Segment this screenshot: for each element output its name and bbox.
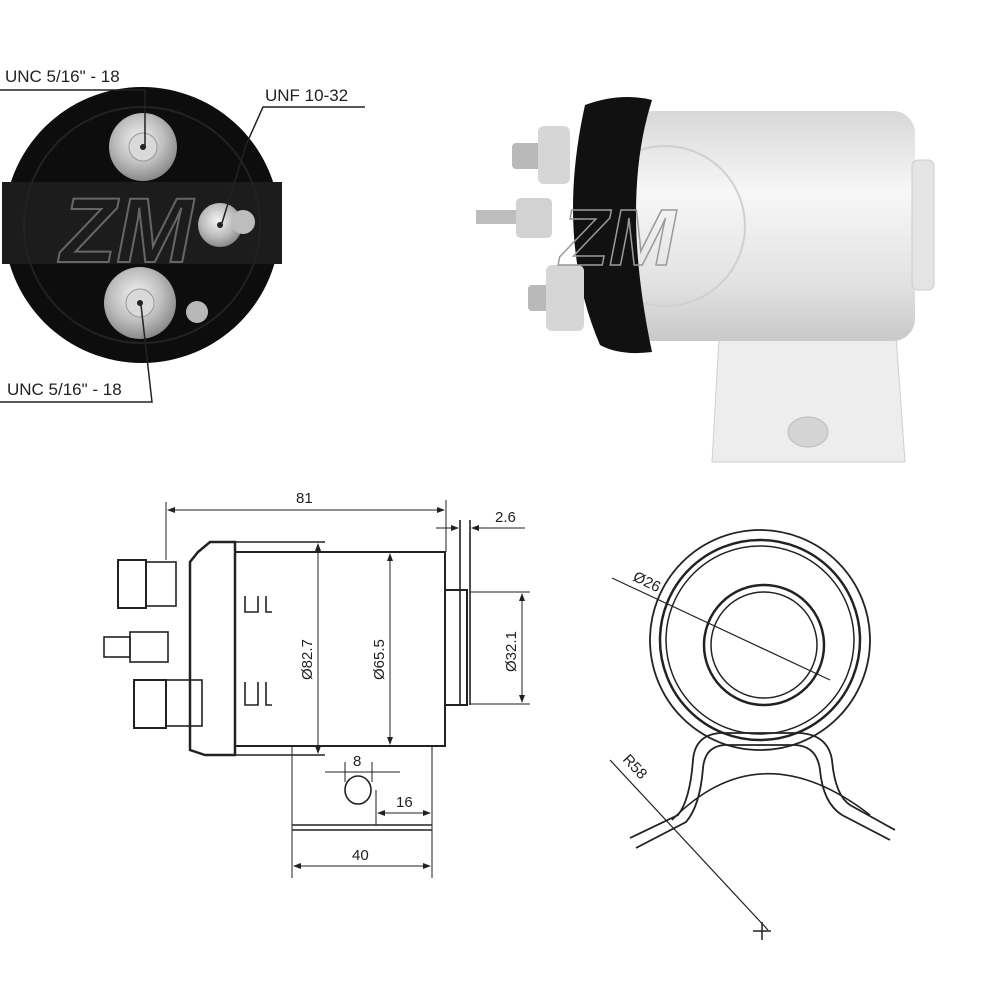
dim-cap-diameter: Ø82.7 [299,639,316,680]
watermark-logo: ZM [57,180,195,282]
terminal-drawing-bottom [133,679,167,729]
watermark-ring [23,106,261,344]
dim-body-diameter: Ø65.5 [371,639,388,680]
callout-leader-bottom [0,304,153,403]
dim-bracket-width: 40 [352,847,369,864]
outer-circle [649,529,871,751]
bracket-strap [629,732,896,839]
callout-bottom-terminal: UNC 5/16" - 18 [7,380,122,399]
callout-small-terminal: UNF 10-32 [265,86,348,105]
solenoid-can [630,111,915,341]
terminal-drawing-middle [103,636,131,658]
cap-outline [188,540,237,757]
end-view-photo: ZM UNC 5/16" - 18 UNF 10-32 UNC 5/16" - … [0,67,365,403]
dim-overall-length: 81 [296,490,313,507]
slot-outline [344,775,372,805]
side-view-photo: ZM [476,96,935,463]
inner-circle [702,583,826,707]
terminal-drawing-top [117,559,147,609]
bracket-hole [787,416,829,448]
dim-boss-diameter: Ø32.1 [503,631,520,672]
callout-top-terminal: UNC 5/16" - 18 [5,67,120,86]
dim-slot-offset: 16 [396,794,413,811]
dim-line-bracket-radius [609,759,769,931]
body-outline [234,551,446,747]
stud-top [512,143,542,169]
plunger-boss [911,159,935,291]
radius-arc [671,773,871,821]
dim-line-inner-diameter [611,577,831,681]
end-dimension-drawing: Ø26 R58 [609,529,896,940]
solenoid-cap-side [573,96,652,354]
dim-inner-diameter: Ø26 [630,568,663,596]
dim-flange-thickness: 2.6 [495,509,516,526]
boss-outline [444,589,468,706]
stud-middle [476,210,516,224]
dim-bracket-radius: R58 [619,751,650,783]
watermark-logo: ZM [558,193,678,282]
dim-slot-width: 8 [353,753,361,770]
callout-leader-top [0,89,146,147]
callout-leader-small [221,106,365,224]
side-dimension-drawing: 81 2.6 Ø82.7 Ø65.5 Ø32.1 8 16 40 [103,490,530,878]
